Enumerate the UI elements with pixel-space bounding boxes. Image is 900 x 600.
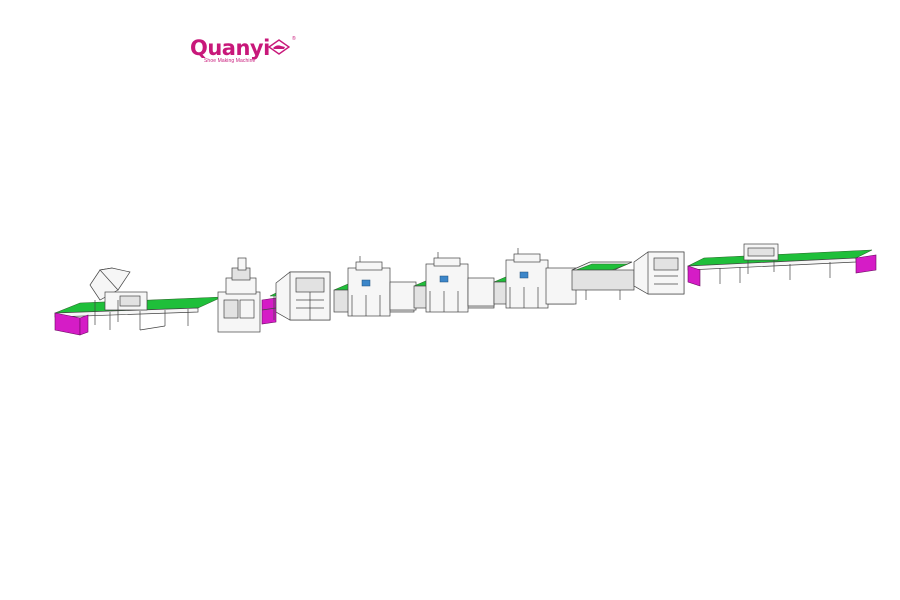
cooling-tunnel [571, 261, 635, 300]
brand-tagline: Shoe Making Machine [204, 58, 256, 64]
left-hood-unit [89, 267, 148, 325]
enclosed-oven [275, 271, 331, 321]
right-output-conveyor [687, 249, 877, 287]
workstation-2 [413, 252, 495, 313]
pressing-machine [217, 257, 277, 333]
right-hood-unit [743, 243, 779, 274]
right-enclosed-unit [633, 251, 685, 295]
workstation-1 [333, 256, 417, 317]
registered-mark: ® [292, 36, 296, 42]
workstation-3 [493, 248, 577, 309]
brand-name: Quanyi [190, 36, 270, 60]
brand-logo: Quanyi ® Shoe Making Machine [190, 36, 300, 70]
shoe-diamond-icon [268, 39, 290, 55]
